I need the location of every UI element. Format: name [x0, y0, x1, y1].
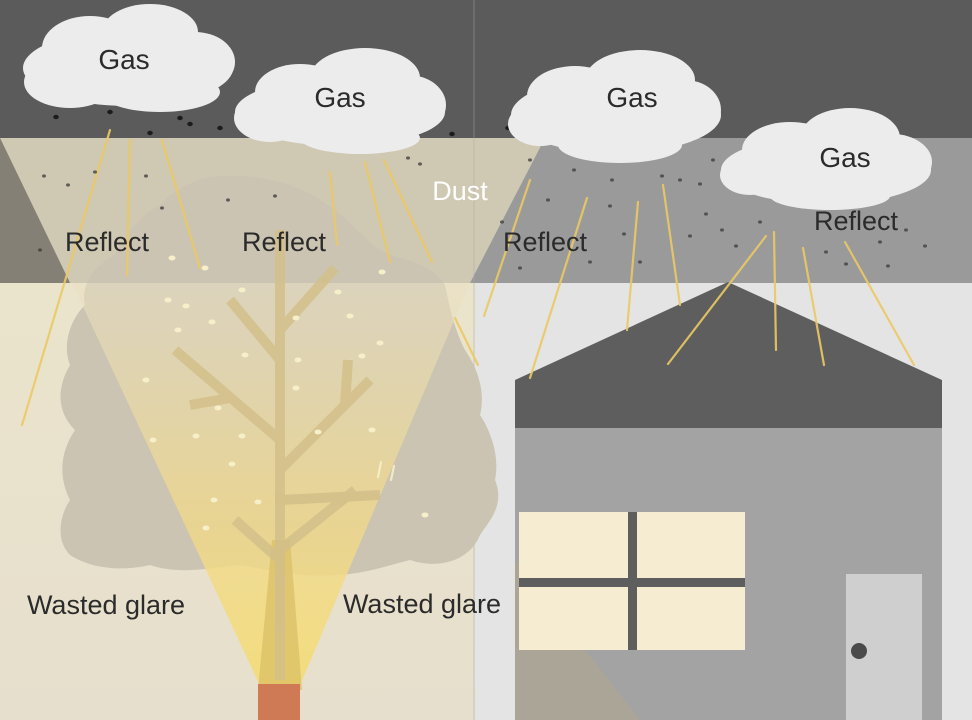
wasted-glare-label-left: Wasted glare [27, 590, 185, 620]
reflect-label-2: Reflect [242, 227, 327, 257]
sky-glow-edge [0, 138, 70, 283]
gas-label-1: Gas [98, 44, 149, 75]
tree-branches [171, 230, 381, 680]
house [515, 282, 942, 720]
dust-label: Dust [432, 176, 488, 206]
house-roof [515, 282, 942, 428]
reflect-label-3: Reflect [503, 227, 588, 257]
reflection-rays [20, 128, 916, 482]
cloud-2 [234, 48, 446, 154]
lamp-pole [258, 684, 300, 720]
cloud-1 [23, 4, 235, 112]
gas-label-2: Gas [314, 82, 365, 113]
door-knob [851, 643, 867, 659]
tree-leaves [142, 255, 429, 531]
window-mullion-horizontal [519, 578, 745, 587]
gas-label-4: Gas [819, 142, 870, 173]
reflect-label-1: Reflect [65, 227, 150, 257]
cloud-4 [720, 108, 932, 210]
reflect-label-4: Reflect [814, 206, 899, 236]
gas-label-3: Gas [606, 82, 657, 113]
wasted-glare-label-right: Wasted glare [343, 589, 501, 619]
cloud-3 [508, 50, 721, 163]
labels: Gas Gas Gas Gas Dust Reflect Reflect Ref… [27, 44, 899, 620]
